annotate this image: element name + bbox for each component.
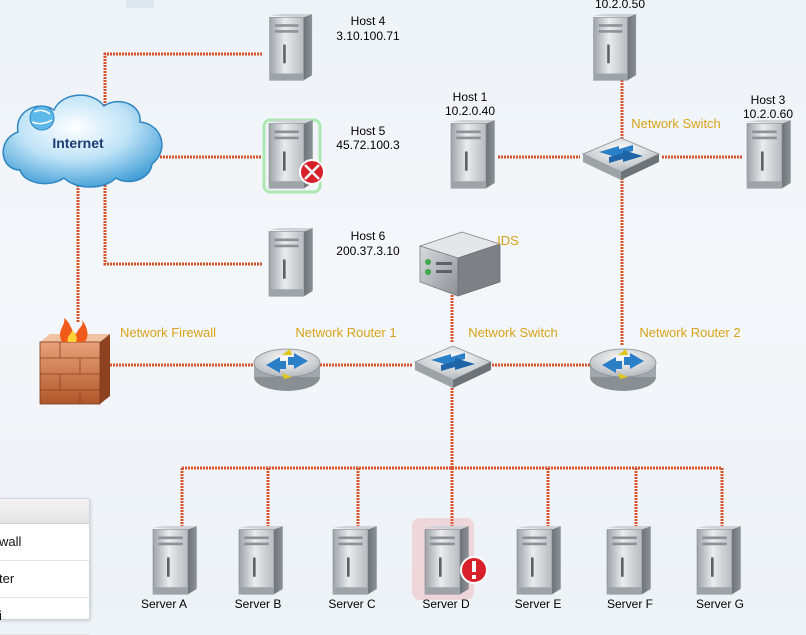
firewall-icon	[39, 318, 110, 405]
server-icon	[269, 14, 313, 81]
server-icon	[593, 14, 637, 81]
network-router-2-label: Network Router 2	[639, 325, 740, 340]
link-internet-host6	[103, 185, 262, 266]
side-panel-header	[0, 499, 89, 524]
router-icon	[253, 348, 321, 392]
switch-icon	[414, 345, 492, 389]
server-a[interactable]: Server A	[141, 526, 198, 610]
server-icon	[332, 526, 378, 595]
server-icon	[424, 526, 470, 595]
server-b-label: Server B	[235, 597, 282, 610]
host-5-ip: 45.72.100.3	[336, 138, 400, 152]
host-4-ip: 3.10.100.71	[336, 29, 400, 43]
network-firewall[interactable]: Network Firewall	[39, 318, 216, 405]
tools-warning-icon	[299, 159, 325, 185]
server-icon	[516, 526, 562, 595]
host-1[interactable]: Host 1 10.2.0.40	[445, 90, 496, 189]
host-6-name: Host 6	[351, 229, 386, 243]
server-icon	[696, 526, 742, 595]
router-icon	[589, 348, 657, 392]
server-b[interactable]: Server B	[235, 526, 284, 610]
server-c-label: Server C	[328, 597, 376, 610]
link-internet-host4	[103, 52, 262, 118]
server-icon	[238, 526, 284, 595]
network-diagram: Internet Host 4 3.10.100.71 Host 5 45.72…	[2, 0, 793, 610]
side-panel-item-router[interactable]: ter	[0, 561, 89, 598]
ids-label: IDS	[497, 233, 519, 248]
server-icon	[606, 526, 652, 595]
host-1-name: Host 1	[453, 90, 488, 104]
server-e[interactable]: Server E	[515, 526, 562, 610]
switch-icon	[582, 137, 660, 181]
exclamation-icon	[460, 556, 488, 584]
network-switch-main[interactable]: Network Switch	[414, 325, 558, 389]
server-icon	[450, 120, 496, 189]
server-f[interactable]: Server F	[606, 526, 653, 610]
host-3-ip: 10.2.0.60	[743, 107, 793, 121]
host-5-name: Host 5	[351, 124, 386, 138]
host-3[interactable]: Host 3 10.2.0.60	[743, 93, 793, 189]
cloud-icon	[2, 94, 163, 188]
network-switch-main-label: Network Switch	[468, 325, 558, 340]
network-switch-top-label: Network Switch	[631, 116, 721, 131]
host-5[interactable]: Host 5 45.72.100.3	[262, 118, 400, 194]
network-router-1-label: Network Router 1	[295, 325, 396, 340]
server-e-label: Server E	[515, 597, 562, 610]
server-d-label: Server D	[422, 597, 470, 610]
host-1-ip: 10.2.0.40	[445, 104, 495, 118]
network-firewall-label: Network Firewall	[120, 325, 216, 340]
network-switch-top[interactable]: Network Switch	[582, 116, 721, 181]
host-6-ip: 200.37.3.10	[336, 244, 400, 258]
side-panel-item-firewall[interactable]: wall	[0, 524, 89, 561]
server-c[interactable]: Server C	[328, 526, 378, 610]
network-router-1[interactable]: Network Router 1	[253, 325, 397, 392]
host-2-ip: 10.2.0.50	[595, 0, 645, 11]
internet-label: Internet	[52, 135, 104, 151]
network-router-2[interactable]: Network Router 2	[589, 325, 741, 392]
ids-icon	[418, 231, 502, 297]
ids-device[interactable]: IDS	[418, 231, 519, 297]
server-g[interactable]: Server G	[696, 526, 744, 610]
server-icon	[746, 120, 792, 189]
host-4[interactable]: Host 4 3.10.100.71	[269, 14, 400, 81]
server-icon	[152, 526, 198, 595]
top-strip	[126, 0, 154, 8]
network-links	[76, 52, 742, 528]
server-g-label: Server G	[696, 597, 744, 610]
side-panel: wall ter i	[0, 498, 90, 635]
host-6[interactable]: Host 6 200.37.3.10	[268, 228, 400, 297]
server-f-label: Server F	[607, 597, 653, 610]
host-3-name: Host 3	[751, 93, 786, 107]
host-4-name: Host 4	[351, 14, 386, 28]
side-panel-item-third[interactable]: i	[0, 598, 89, 635]
server-a-label: Server A	[141, 597, 187, 610]
host-2[interactable]: 10.2.0.50	[593, 0, 646, 81]
server-icon	[268, 228, 314, 297]
server-d[interactable]: Server D	[412, 518, 488, 610]
internet-cloud[interactable]: Internet	[2, 94, 163, 188]
